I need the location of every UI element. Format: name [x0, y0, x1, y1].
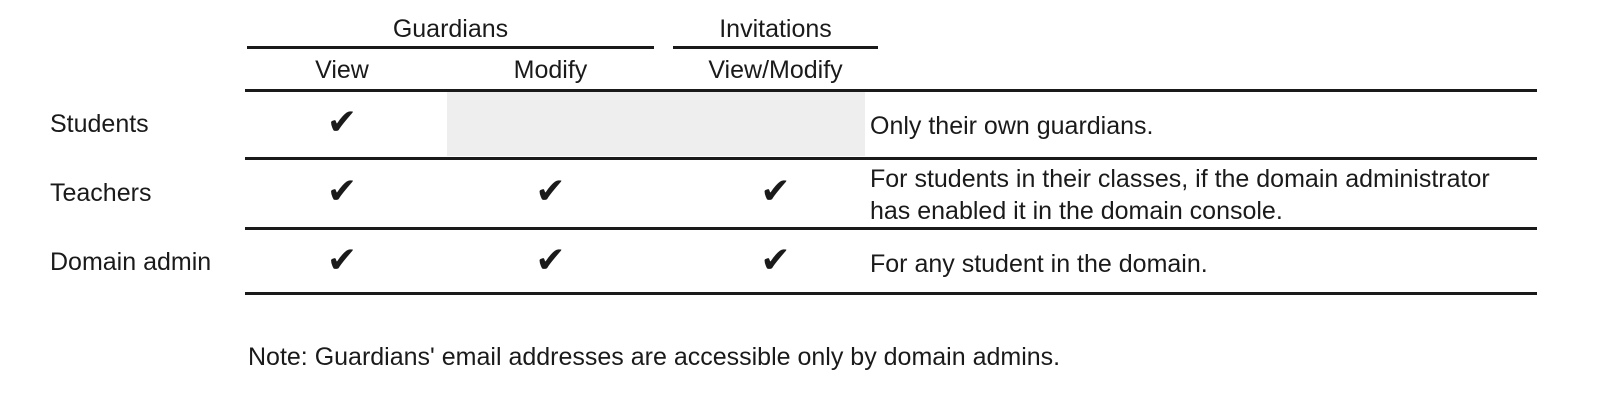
cell-domain-admin-guardians-view-check: ✔ [247, 243, 437, 279]
cell-teachers-guardians-modify-check: ✔ [447, 174, 654, 210]
header-bottom-rule [245, 89, 1537, 92]
row-description-students-text: Only their own guardians. [870, 112, 1154, 140]
checkmark-icon: ✔ [760, 171, 791, 212]
column-header-guardians-modify-label: Modify [513, 56, 588, 84]
row-description-teachers-text: For students in their classes, if the do… [870, 165, 1490, 225]
group-header-guardians: Guardians [247, 14, 654, 44]
row-description-domain-admin-text: For any student in the domain. [870, 250, 1208, 278]
checkmark-icon: ✔ [326, 171, 358, 212]
row-label-students-text: Students [50, 110, 149, 138]
row-description-domain-admin: For any student in the domain. [870, 248, 1520, 280]
checkmark-icon: ✔ [535, 240, 566, 281]
cell-domain-admin-invitations-view-modify-check: ✔ [673, 243, 878, 279]
row-label-students: Students [50, 109, 149, 139]
shaded-unavailable-cells-students [447, 92, 865, 156]
group-header-invitations: Invitations [673, 14, 878, 44]
cell-teachers-invitations-view-modify-check: ✔ [673, 174, 878, 210]
cell-domain-admin-guardians-modify-check: ✔ [447, 243, 654, 279]
column-header-guardians-view-label: View [315, 56, 369, 84]
checkmark-icon: ✔ [326, 102, 358, 143]
group-header-guardians-label: Guardians [392, 15, 509, 43]
row-description-students: Only their own guardians. [870, 110, 1520, 142]
table-footnote: Note: Guardians' email addresses are acc… [248, 342, 1060, 372]
row-divider-after-teachers [245, 227, 1537, 230]
table-bottom-rule [245, 292, 1537, 295]
column-header-guardians-view: View [247, 55, 437, 85]
row-description-teachers: For students in their classes, if the do… [870, 163, 1518, 227]
column-header-invitations-view-modify: View/Modify [673, 55, 878, 85]
checkmark-icon: ✔ [326, 240, 358, 281]
row-label-teachers: Teachers [50, 178, 151, 208]
group-rule-invitations [673, 46, 878, 49]
checkmark-icon: ✔ [535, 171, 566, 212]
group-rule-guardians [247, 46, 654, 49]
group-header-invitations-label: Invitations [719, 15, 832, 43]
column-header-invitations-view-modify-label: View/Modify [708, 56, 843, 84]
row-label-domain-admin-text: Domain admin [50, 248, 212, 276]
row-label-domain-admin: Domain admin [50, 247, 211, 277]
checkmark-icon: ✔ [760, 240, 791, 281]
row-label-teachers-text: Teachers [50, 179, 152, 207]
cell-teachers-guardians-view-check: ✔ [247, 174, 437, 210]
table-footnote-text: Note: Guardians' email addresses are acc… [248, 343, 1061, 371]
column-header-guardians-modify: Modify [447, 55, 654, 85]
cell-students-guardians-view-check: ✔ [247, 105, 437, 141]
row-divider-after-students [245, 157, 1537, 160]
